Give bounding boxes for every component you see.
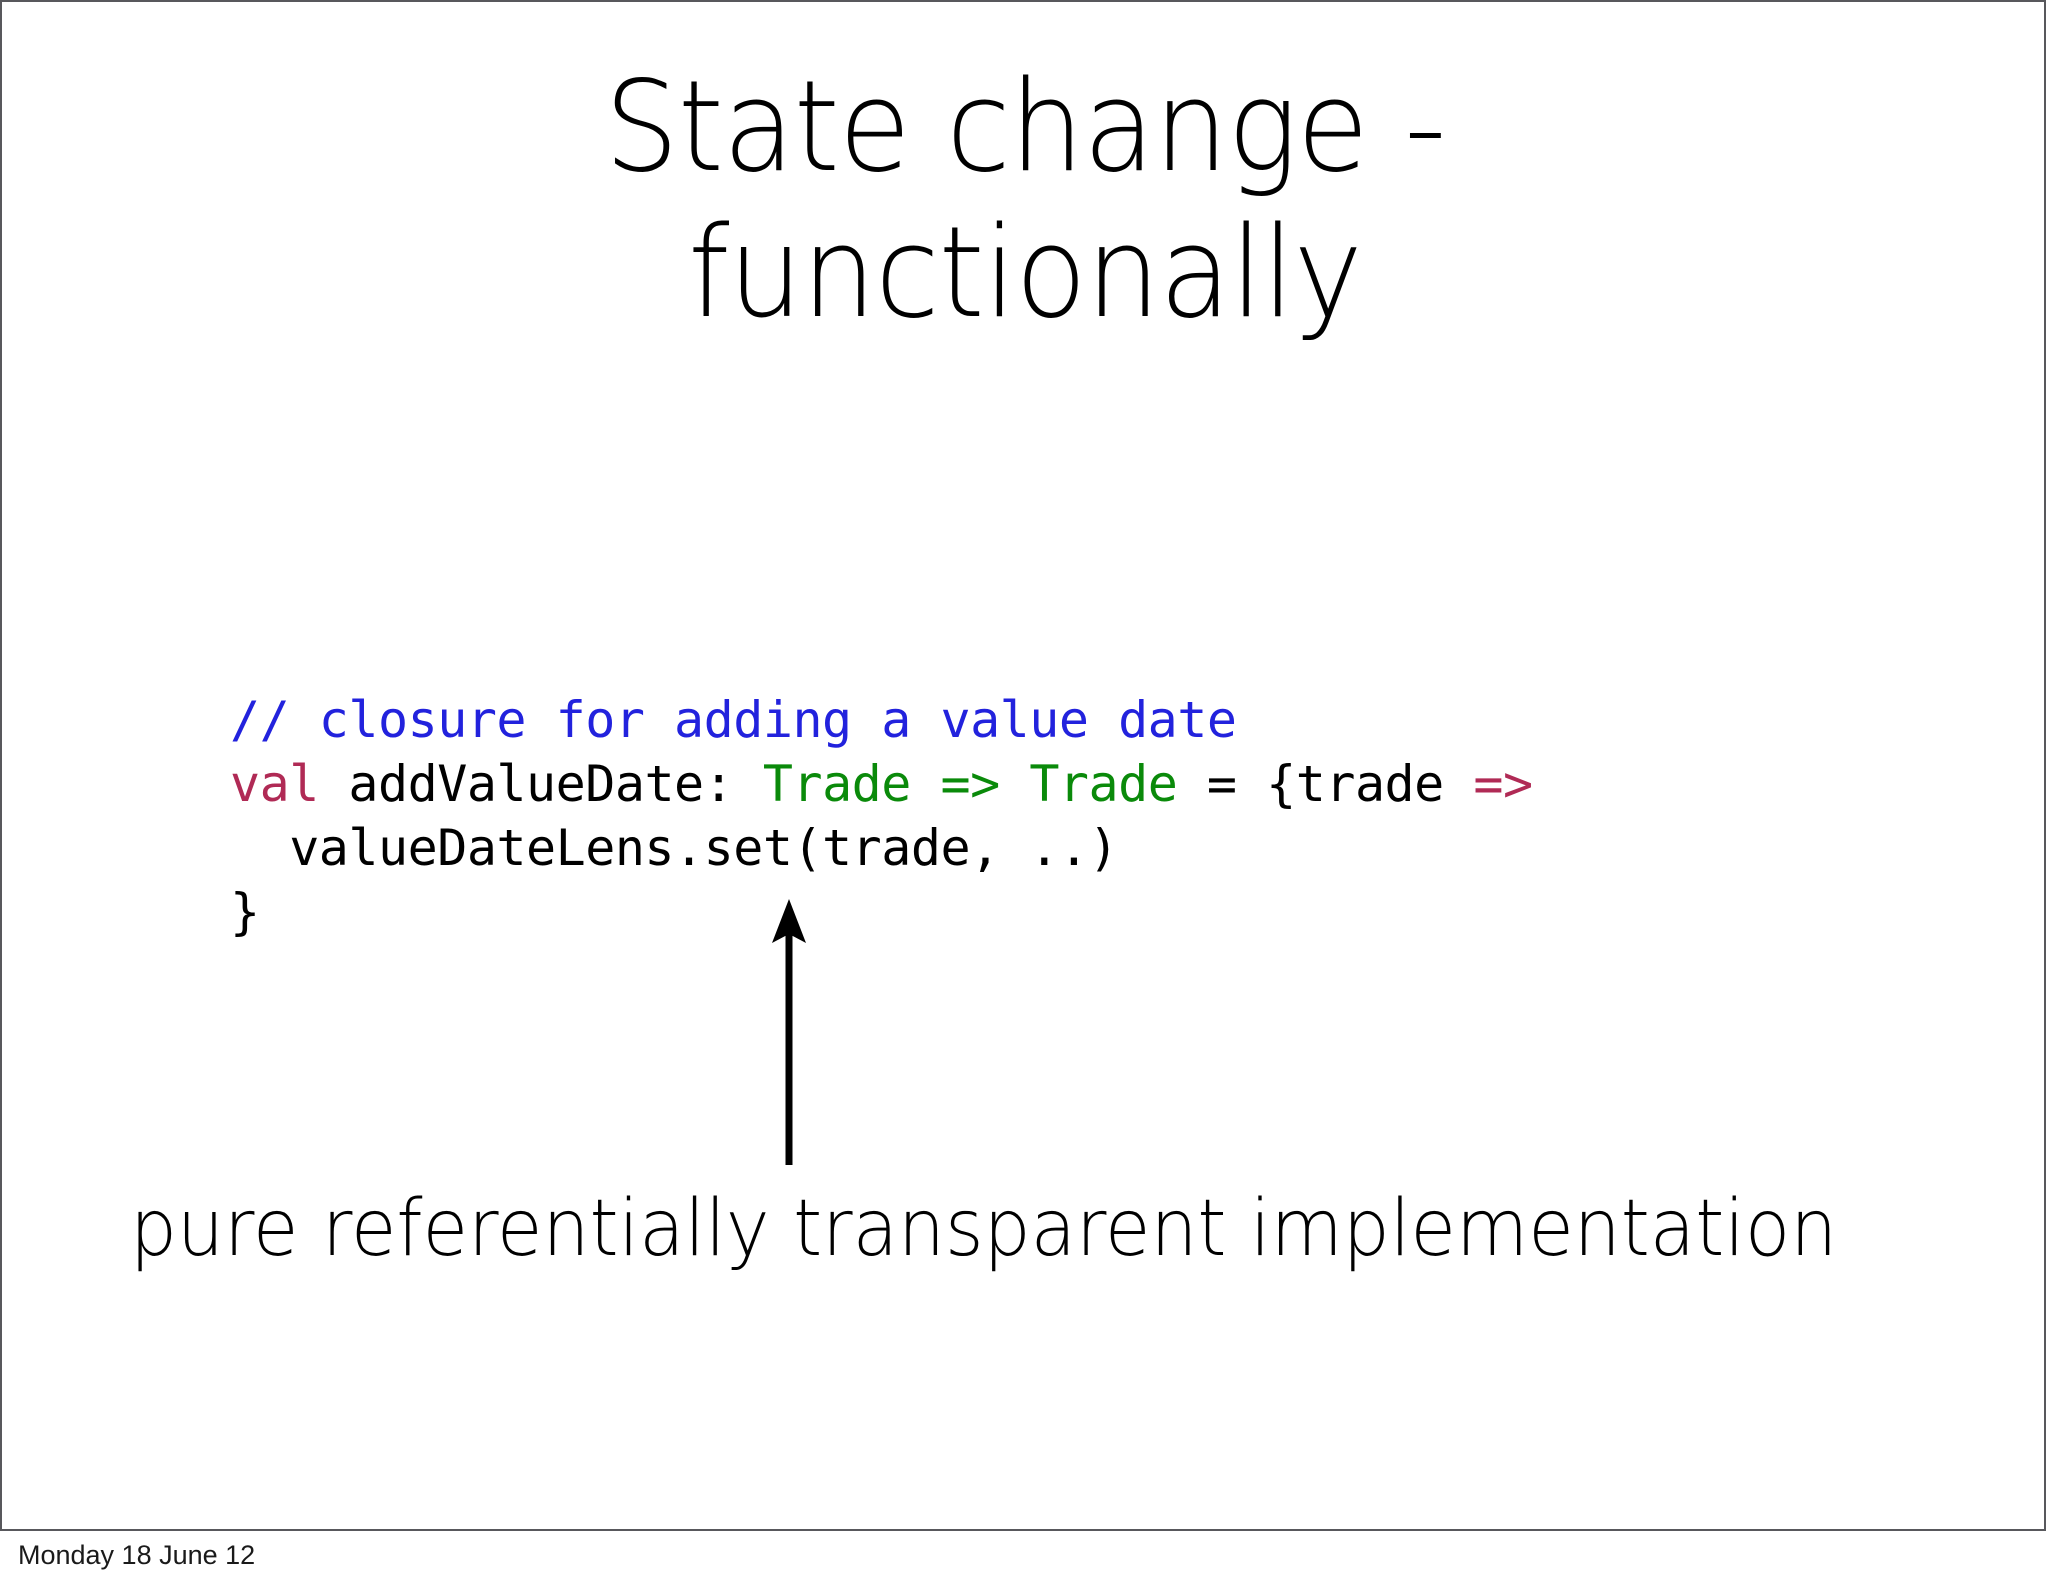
code-token-comment: // closure for adding a value date [230,691,1237,749]
line-close-brace: } [230,880,1533,944]
code-token-plain: } [230,883,260,941]
code-token-type: => [940,755,1000,813]
code-token-plain: valueDateLens.set(trade, ..) [230,819,1119,877]
annotation-caption: pure referentially transparent implement… [130,1184,1838,1274]
line-lens-set: valueDateLens.set(trade, ..) [230,816,1533,880]
slide-canvas: State change - functionally // closure f… [0,0,2046,1531]
code-token-type: Trade [762,755,912,813]
footer-date: Monday 18 June 12 [18,1540,256,1570]
line-val-declaration: val addValueDate: Trade => Trade = {trad… [230,752,1533,816]
code-token-plain [911,755,941,813]
code-token-plain: = {trade [1177,755,1474,813]
code-token-plain [1000,755,1030,813]
line-comment: // closure for adding a value date [230,688,1533,752]
up-arrow-icon [772,899,806,1165]
code-token-arrow: => [1473,755,1533,813]
page-title: State change - functionally [604,53,1446,347]
code-token-type: Trade [1029,755,1178,813]
code-token-keyword: val [230,755,319,813]
code-token-plain: addValueDate: [318,755,763,813]
